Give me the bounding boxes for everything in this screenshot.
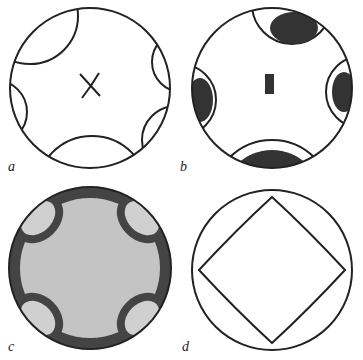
figure-letter: c: [8, 340, 14, 354]
plate-b: [144, 0, 363, 260]
plate-d: [192, 190, 352, 350]
plate-c: [3, 183, 178, 354]
figure-letter: a: [8, 160, 15, 174]
figure-letter: b: [180, 160, 187, 174]
figure-letter: d: [182, 340, 189, 354]
